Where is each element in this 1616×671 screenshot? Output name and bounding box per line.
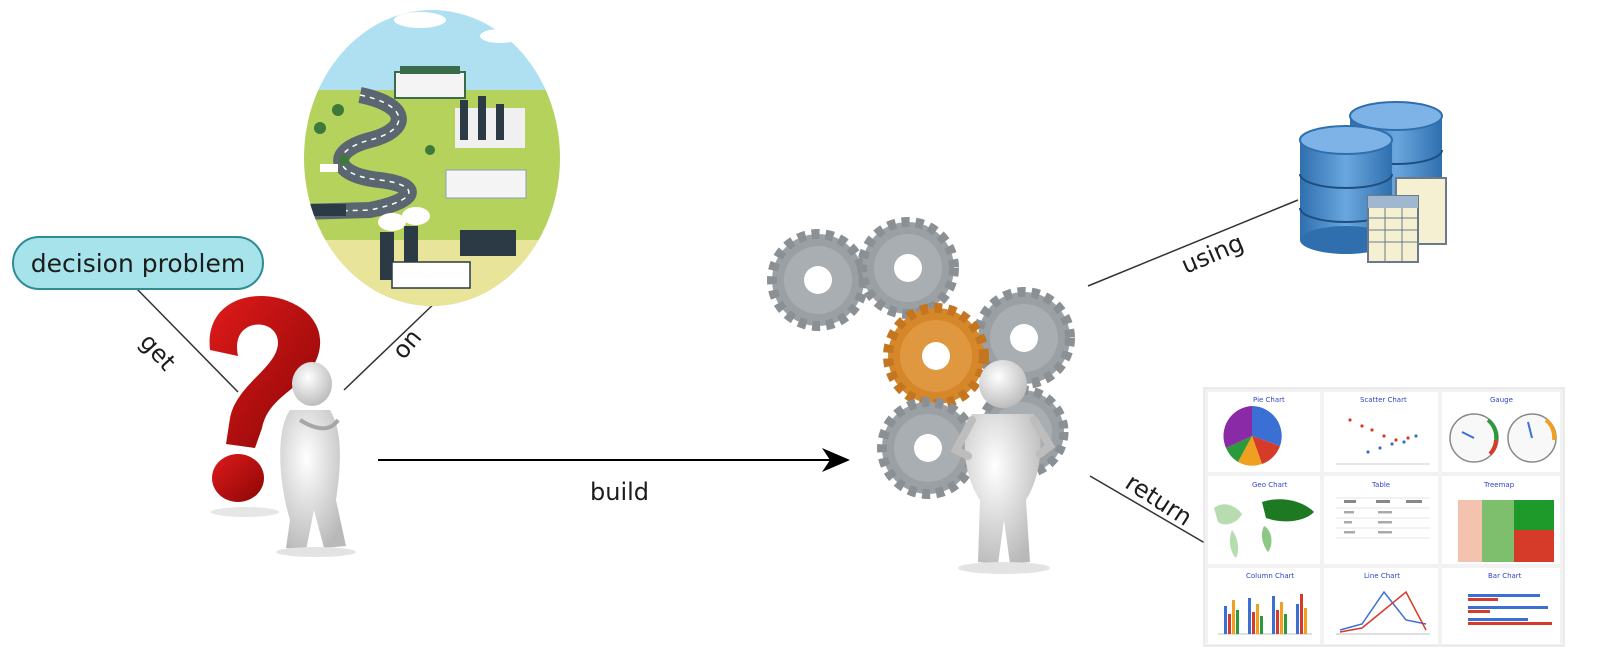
decision-problem-node: decision problem xyxy=(12,236,264,290)
tile-title-bar: Bar Chart xyxy=(1488,572,1522,580)
pie-chart-mini xyxy=(1223,406,1282,466)
decision-problem-label: decision problem xyxy=(30,248,246,278)
gauge-mini xyxy=(1449,413,1557,463)
table-mini xyxy=(1336,497,1430,539)
edge-get-line xyxy=(135,287,239,393)
tile-title-table: Table xyxy=(1371,481,1390,489)
thinking-person-icon xyxy=(276,362,356,557)
tile-title-pie: Pie Chart xyxy=(1253,396,1285,404)
tile-title-treemap: Treemap xyxy=(1483,481,1515,489)
edge-label-build: build xyxy=(590,478,650,506)
scatter-chart-mini xyxy=(1336,418,1430,465)
dashboard-icon: Pie Chart Scatter Chart Gauge xyxy=(1203,387,1565,647)
tile-title-geo: Geo Chart xyxy=(1252,481,1288,489)
tile-title-line: Line Chart xyxy=(1364,572,1400,580)
tile-title-scatter: Scatter Chart xyxy=(1360,396,1407,404)
bar-chart-mini xyxy=(1468,594,1552,625)
tile-title-gauge: Gauge xyxy=(1490,396,1513,404)
geo-chart-mini xyxy=(1214,499,1314,558)
line-chart-mini xyxy=(1336,590,1430,635)
edge-using-line xyxy=(1087,199,1299,287)
industrial-landscape-icon xyxy=(304,10,560,306)
treemap-mini xyxy=(1458,500,1554,562)
question-mark-icon xyxy=(209,295,321,517)
worker-person-icon xyxy=(950,360,1056,574)
edge-return-line xyxy=(1089,475,1211,547)
spreadsheet-icon xyxy=(1367,177,1447,263)
tile-title-column: Column Chart xyxy=(1246,572,1295,580)
edge-on-line xyxy=(343,297,441,391)
column-chart-mini xyxy=(1218,594,1312,635)
